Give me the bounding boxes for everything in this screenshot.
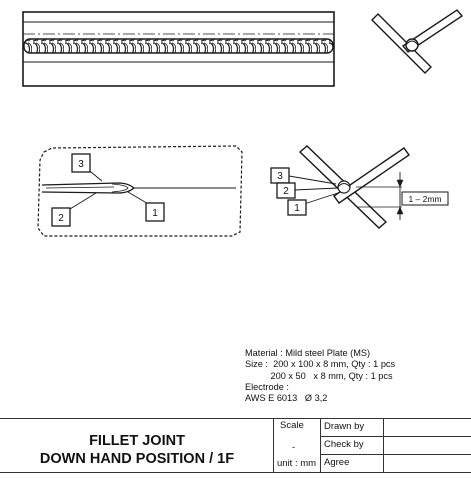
check-by-label: Check by [324,439,364,450]
detail-callout-label-one: 1 [294,203,300,214]
detail-callout-label-three: 3 [277,171,283,182]
spec-electrode-value: AWS E 6013 Ø 3,2 [245,393,328,404]
end-view-plate-a [371,13,432,74]
callout-label-two: 2 [58,213,64,224]
callout-label-three: 3 [78,159,84,170]
top-view-plate-outline [22,11,335,87]
detail-leader-three [288,175,337,185]
callout-label-one: 1 [152,208,158,219]
weld-bead [23,38,334,54]
detail-weld [337,180,351,194]
detail-plate-b [333,147,410,204]
section-view [37,145,243,237]
title-block-grid [0,418,471,473]
unit-label: unit : mm [277,458,317,469]
dim-gap-label: 1 – 2mm [408,194,441,204]
callout-box-two [51,207,71,227]
detail-view [270,145,449,229]
detail-leader-one [303,191,342,205]
title-block: FILLET JOINT DOWN HAND POSITION / 1F Sca… [0,418,471,473]
dim-label-box [401,191,449,206]
scale-label: Scale [280,420,304,431]
detail-callout-box-one [287,199,307,216]
end-view-small [371,9,464,74]
top-view [22,11,335,87]
detail-leader-two [293,187,339,191]
end-view-plate-b [401,9,464,53]
callout-box-three [71,153,91,173]
section-break-outline [37,145,243,237]
drawing-title-line-2: DOWN HAND POSITION / 1F [39,451,235,467]
spec-size-line-1: Size : 200 x 100 x 8 mm, Qty : 1 pcs [245,359,396,370]
spec-electrode-label: Electrode : [245,381,289,392]
dim-arrow-bottom [396,206,404,215]
drawn-by-label: Drawn by [324,421,365,432]
leader-two [69,192,97,210]
drawing-title: FILLET JOINT DOWN HAND POSITION / 1F [0,432,274,468]
spec-size-line-2: 200 x 50 x 8 mm, Qty : 1 pcs [245,370,393,381]
detail-callout-label-two: 2 [283,186,289,197]
callout-box-one [145,202,165,222]
agree-label: Agree [324,457,350,468]
spec-material: Material : Mild steel Plate (MS) [245,348,371,358]
drawing-title-line-1: FILLET JOINT [89,433,185,449]
detail-callout-box-two [276,182,296,199]
scale-value: - [292,442,296,453]
material-specification: Material : Mild steel Plate (MS) Size : … [245,348,395,404]
dim-arrow-top [396,179,404,188]
